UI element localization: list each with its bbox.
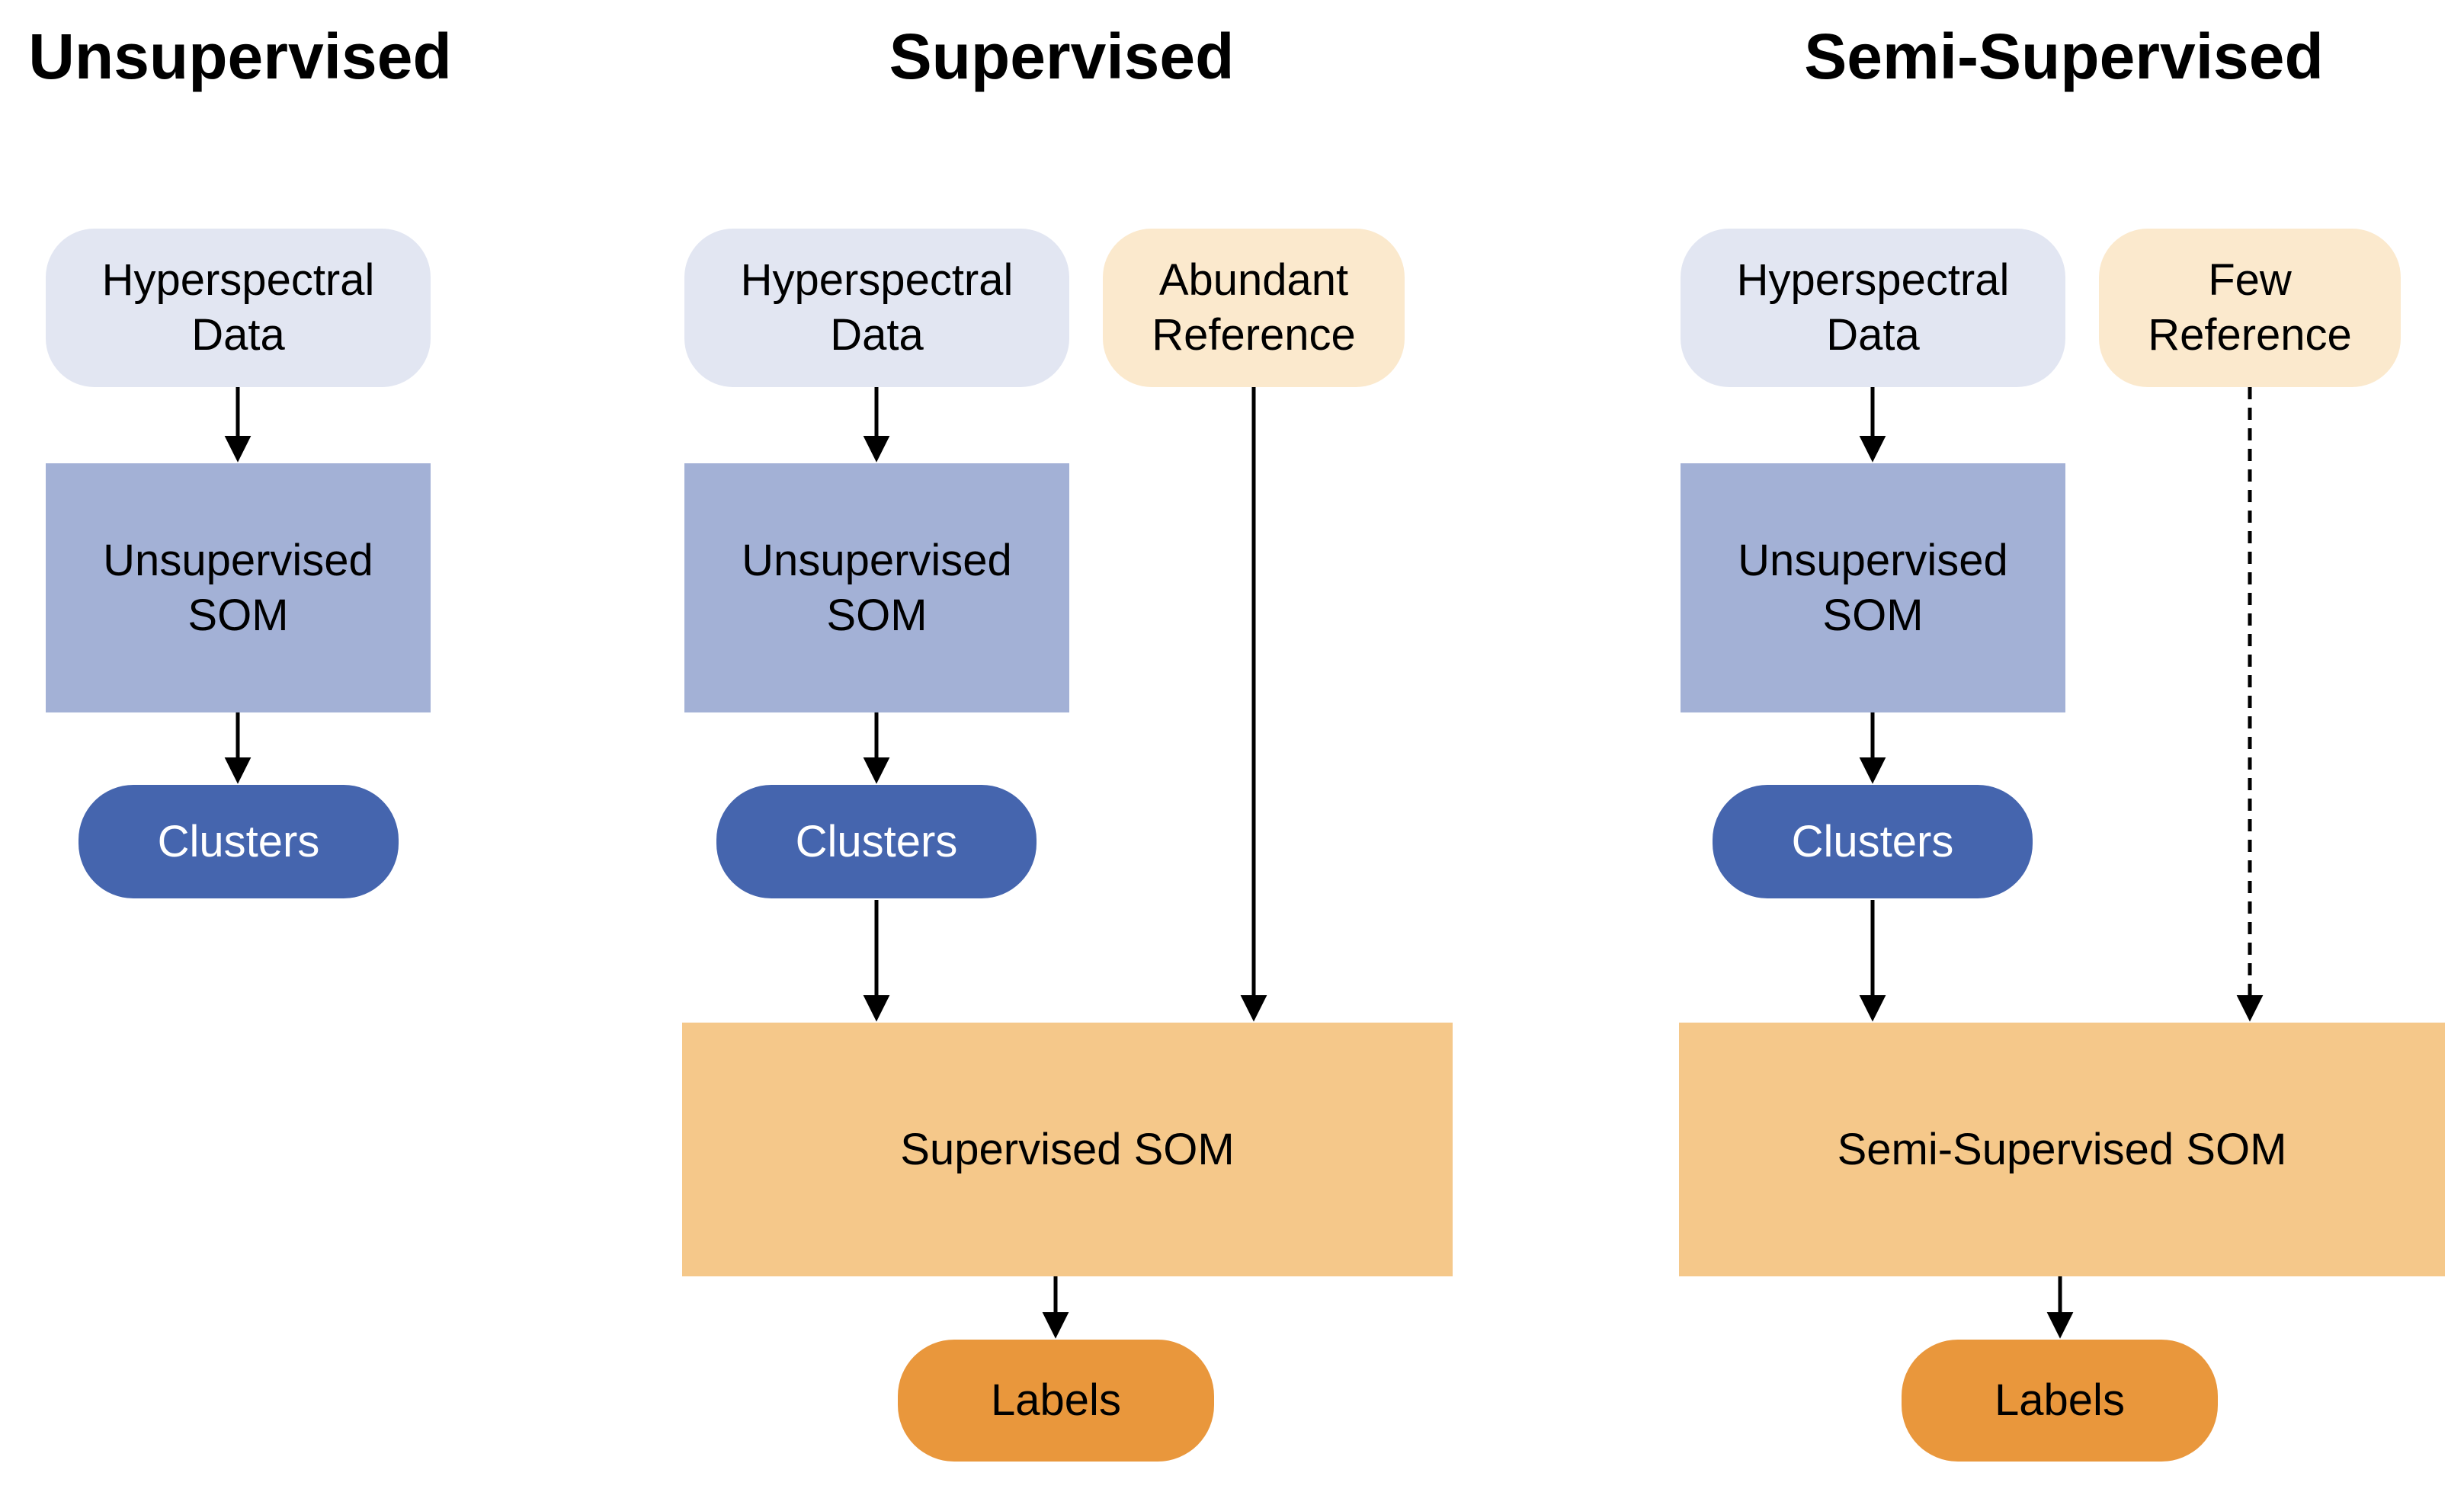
node-hyperspectral-data-1: Hyperspectral Data bbox=[46, 229, 431, 387]
node-unsupervised-som-2: Unsupervised SOM bbox=[684, 463, 1069, 712]
node-labels-3: Labels bbox=[1902, 1340, 2218, 1462]
column-title-supervised: Supervised bbox=[889, 21, 1235, 92]
node-abundant-reference: Abundant Reference bbox=[1103, 229, 1405, 387]
node-few-reference: Few Reference bbox=[2099, 229, 2401, 387]
node-clusters-2: Clusters bbox=[716, 785, 1037, 898]
node-hyperspectral-data-3: Hyperspectral Data bbox=[1681, 229, 2065, 387]
column-title-unsupervised: Unsupervised bbox=[28, 21, 452, 92]
node-labels-2: Labels bbox=[898, 1340, 1214, 1462]
node-semi-supervised-som: Semi-Supervised SOM bbox=[1679, 1023, 2445, 1276]
node-supervised-som: Supervised SOM bbox=[682, 1023, 1453, 1276]
node-hyperspectral-data-2: Hyperspectral Data bbox=[684, 229, 1069, 387]
node-clusters-1: Clusters bbox=[79, 785, 399, 898]
node-unsupervised-som-1: Unsupervised SOM bbox=[46, 463, 431, 712]
node-unsupervised-som-3: Unsupervised SOM bbox=[1681, 463, 2065, 712]
column-title-semi-supervised: Semi-Supervised bbox=[1804, 21, 2324, 92]
node-clusters-3: Clusters bbox=[1713, 785, 2033, 898]
